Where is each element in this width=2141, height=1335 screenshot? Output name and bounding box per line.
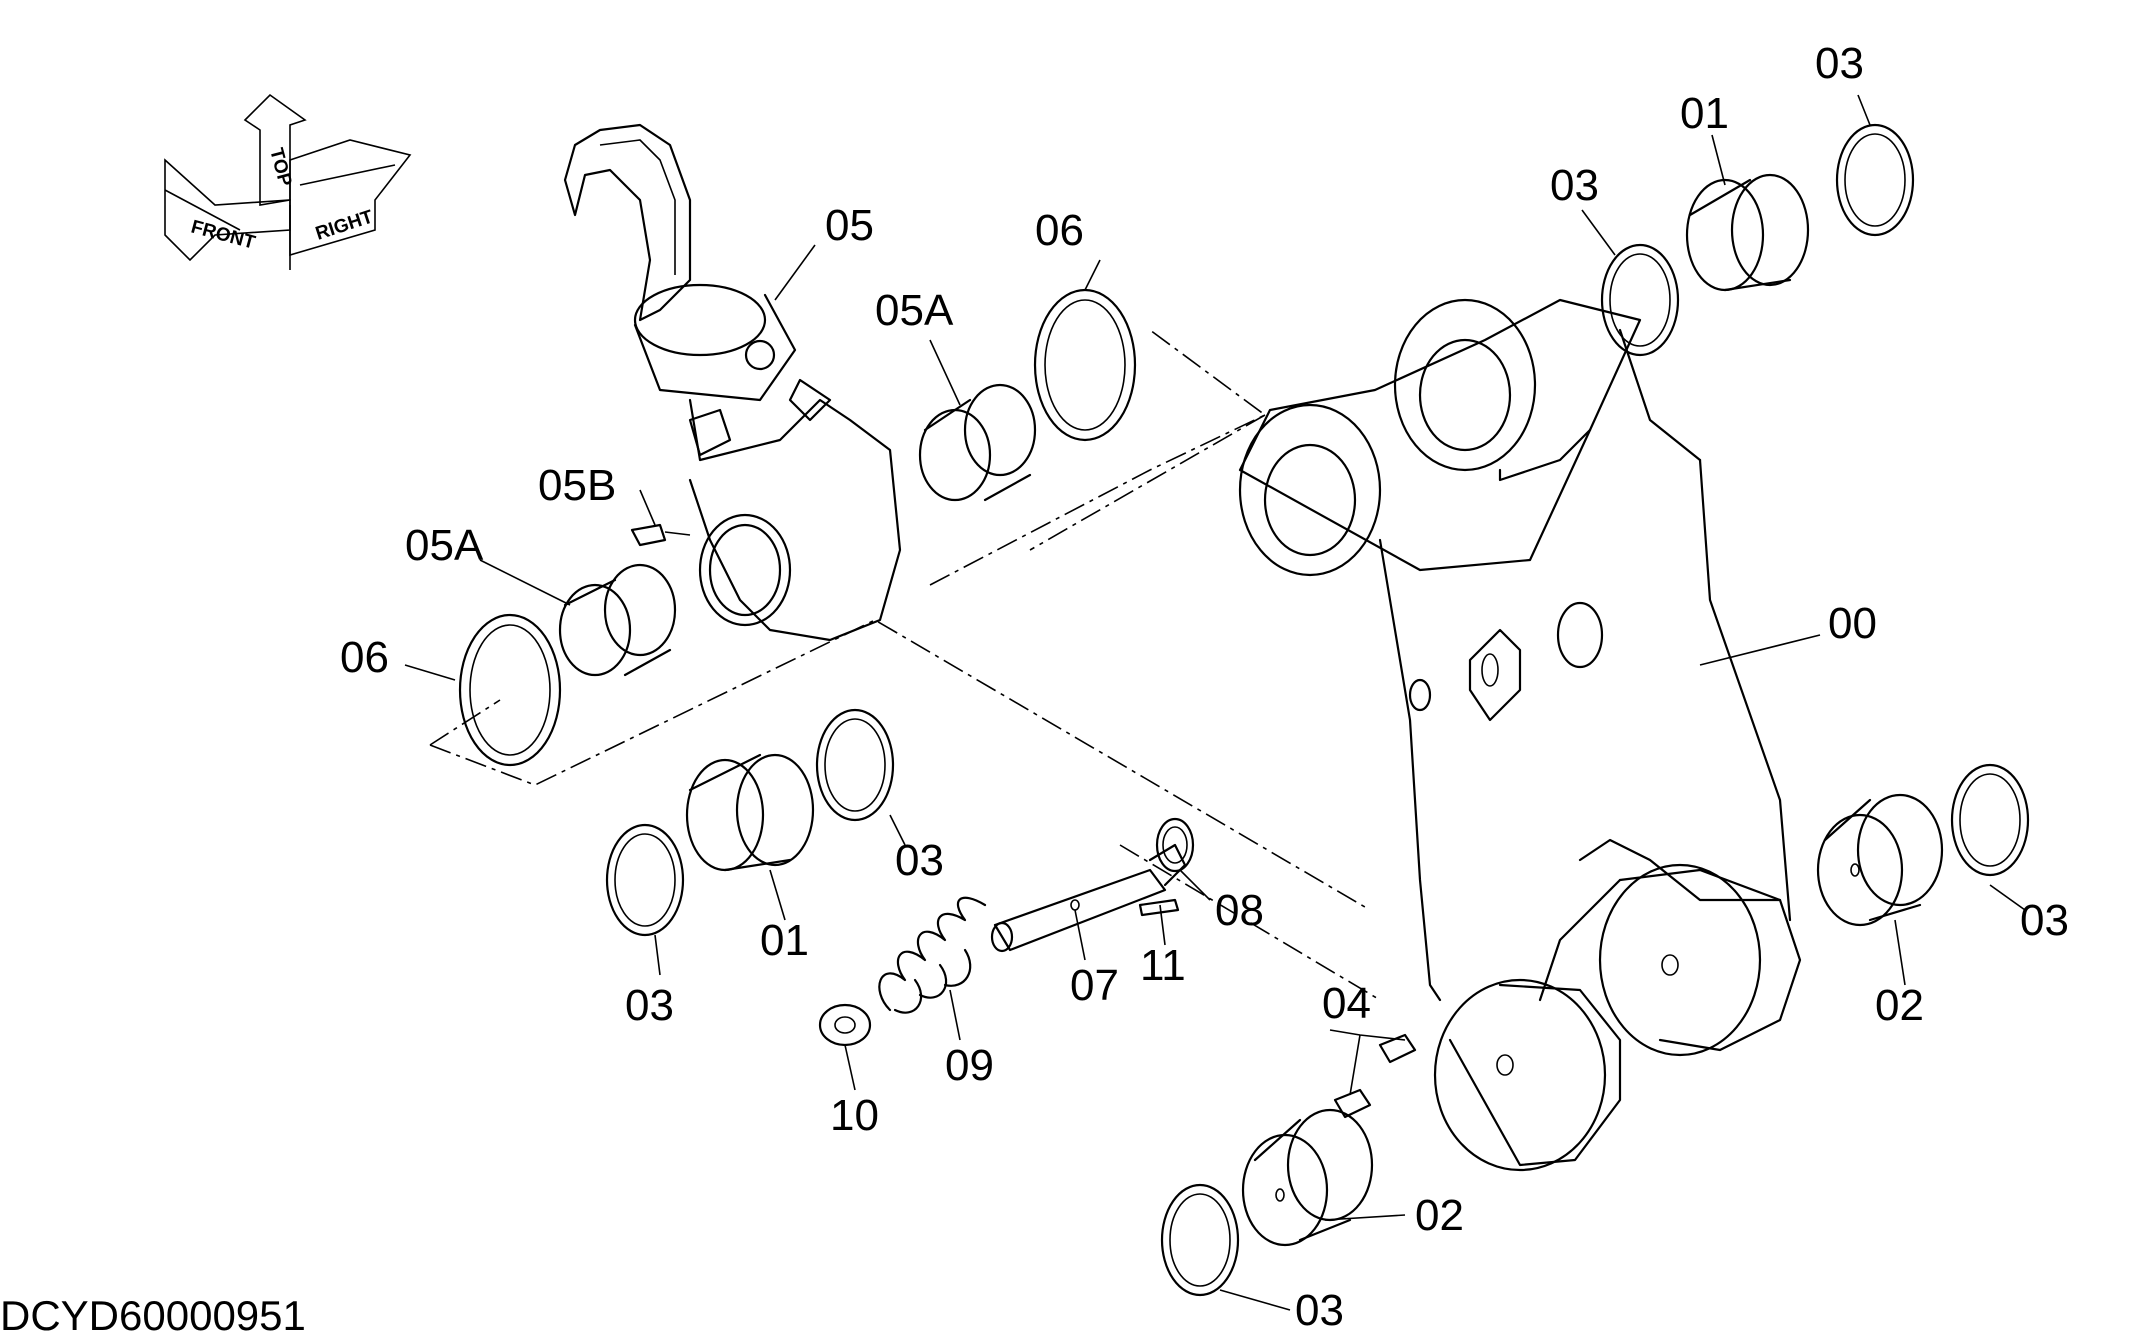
callout-05b: 05B [538, 461, 616, 510]
callout-10: 10 [830, 1091, 879, 1140]
part-01-bushing-top [1685, 173, 1810, 292]
callout-labels: 03 01 03 05 06 05A 05B 05A 06 00 03 01 0… [340, 39, 2069, 1335]
callout-09: 09 [945, 1041, 994, 1090]
part-06-seal-left [458, 613, 562, 767]
orientation-front-label: FRONT [189, 217, 258, 254]
callout-03-lower-left: 03 [625, 981, 674, 1030]
callout-02-bottom: 02 [1415, 1191, 1464, 1240]
callout-03-top-right: 03 [1815, 39, 1864, 88]
callout-08: 08 [1215, 886, 1264, 935]
callout-05a-left: 05A [405, 521, 484, 570]
leader-lines [404, 94, 2026, 1311]
callout-00: 00 [1828, 599, 1877, 648]
part-03-shim-right [1950, 763, 2030, 877]
callout-11: 11 [1140, 941, 1186, 990]
part-00-link-frame [1238, 298, 1802, 1172]
callout-05: 05 [825, 201, 874, 250]
drawing-code: DCYD60000951 [0, 1292, 306, 1335]
orientation-top-label: TOP [265, 146, 295, 189]
orientation-indicator: FRONT TOP RIGHT [164, 93, 412, 270]
part-01-bushing-left [685, 753, 815, 872]
callout-01-left: 01 [760, 916, 809, 965]
part-06-seal-top [1033, 288, 1137, 442]
part-03-shim-bottom [1160, 1183, 1240, 1297]
part-04-grease-fittings [1333, 1033, 1417, 1119]
callout-05a-top: 05A [875, 286, 954, 335]
part-08-snap-ring [1155, 817, 1195, 873]
part-03-shim-top-right [1835, 123, 1915, 237]
part-05-hook-assembly [563, 123, 902, 642]
part-10-washer [818, 1003, 872, 1047]
callout-02-right: 02 [1875, 981, 1924, 1030]
callout-06-top: 06 [1035, 206, 1084, 255]
callout-03-top-left: 03 [1550, 161, 1599, 210]
callout-04: 04 [1322, 979, 1371, 1028]
callout-03-middle: 03 [895, 836, 944, 885]
part-09-spring [878, 896, 987, 1014]
callout-03-bottom: 03 [1295, 1286, 1344, 1335]
part-05b-grease-fitting [630, 523, 691, 547]
part-02-pin-right [1816, 793, 1944, 927]
callout-03-right: 03 [2020, 896, 2069, 945]
callout-01-top: 01 [1680, 89, 1729, 138]
part-05a-bushing-left [558, 563, 677, 677]
part-02-pin-bottom [1241, 1108, 1374, 1247]
part-03-shim-top-left [1600, 243, 1680, 357]
part-05a-bushing-top [918, 383, 1037, 502]
part-11-cotter-pin [1138, 898, 1180, 917]
callout-07: 07 [1070, 961, 1119, 1010]
alignment-lines [429, 329, 1381, 1001]
part-03-shim-lower-left [605, 823, 685, 937]
part-07-lock-pin [990, 843, 1187, 953]
part-03-shim-middle [815, 708, 895, 822]
callout-06-left: 06 [340, 633, 389, 682]
